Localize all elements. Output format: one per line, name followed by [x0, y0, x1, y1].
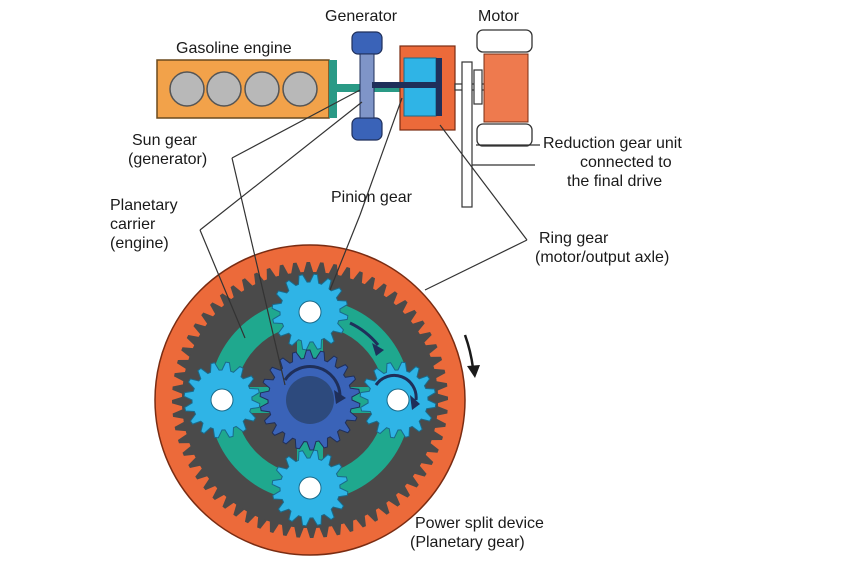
pinion-hub-3: [386, 388, 410, 412]
generator-top: [351, 31, 383, 55]
diagram-labels: Generator Motor Gasoline engine Sun gear…: [110, 8, 682, 551]
label-reduction-3: the final drive: [567, 173, 662, 190]
curved-arrow-icon: [349, 321, 380, 346]
label-motor: Motor: [478, 8, 520, 25]
label-power-split: Power split device: [415, 515, 544, 532]
curved-arrow-icon: [374, 374, 418, 401]
curved-arrow-icon: [463, 334, 475, 369]
label-carrier: carrier: [110, 216, 156, 233]
sun-gear-hub: [286, 376, 334, 424]
engine-cylinder-4: [282, 71, 318, 107]
curved-arrow-icon: [467, 365, 480, 378]
label-ring-gear-sub: (motor/output axle): [535, 249, 669, 266]
reduction-gear-small: [473, 69, 483, 105]
motor-bottom: [476, 123, 533, 147]
label-generator: Generator: [325, 8, 398, 25]
label-carrier-sub: (engine): [110, 235, 169, 252]
ring-inner: [436, 58, 442, 116]
label-ring-gear: Ring gear: [539, 230, 609, 247]
engine-cylinder-3: [244, 71, 280, 107]
motor-core: [483, 53, 529, 123]
curved-arrow-icon: [283, 365, 342, 396]
engine-cylinder-1: [169, 71, 205, 107]
leader-lines: [199, 89, 540, 386]
label-gasoline-engine: Gasoline engine: [176, 40, 292, 57]
generator-bottom: [351, 117, 383, 141]
label-sun-gear-sub: (generator): [128, 151, 207, 168]
curved-arrow-icon: [410, 395, 420, 410]
curved-arrow-icon: [334, 390, 346, 404]
label-pinion-gear: Pinion gear: [331, 189, 413, 206]
label-reduction-2: connected to: [580, 154, 672, 171]
engine-cylinder-2: [206, 71, 242, 107]
label-power-split-sub: (Planetary gear): [410, 534, 525, 551]
label-planetary: Planetary: [110, 197, 178, 214]
engine-schematic: [156, 29, 535, 208]
reduction-gear: [461, 61, 473, 208]
engine-flange: [329, 60, 337, 118]
pinion-gears: [183, 273, 437, 527]
pinion-hub-2: [210, 388, 234, 412]
motor-top: [476, 29, 533, 53]
planetary-gear: [154, 244, 480, 556]
curved-arrow-icon: [372, 343, 384, 356]
pinion-hub-1: [298, 300, 322, 324]
pinion-hub-4: [298, 476, 322, 500]
label-sun-gear: Sun gear: [132, 132, 198, 149]
sun-gear: [259, 349, 361, 451]
sun-shaft: [372, 82, 442, 88]
label-reduction: Reduction gear unit: [543, 135, 682, 152]
generator-core: [359, 53, 375, 119]
